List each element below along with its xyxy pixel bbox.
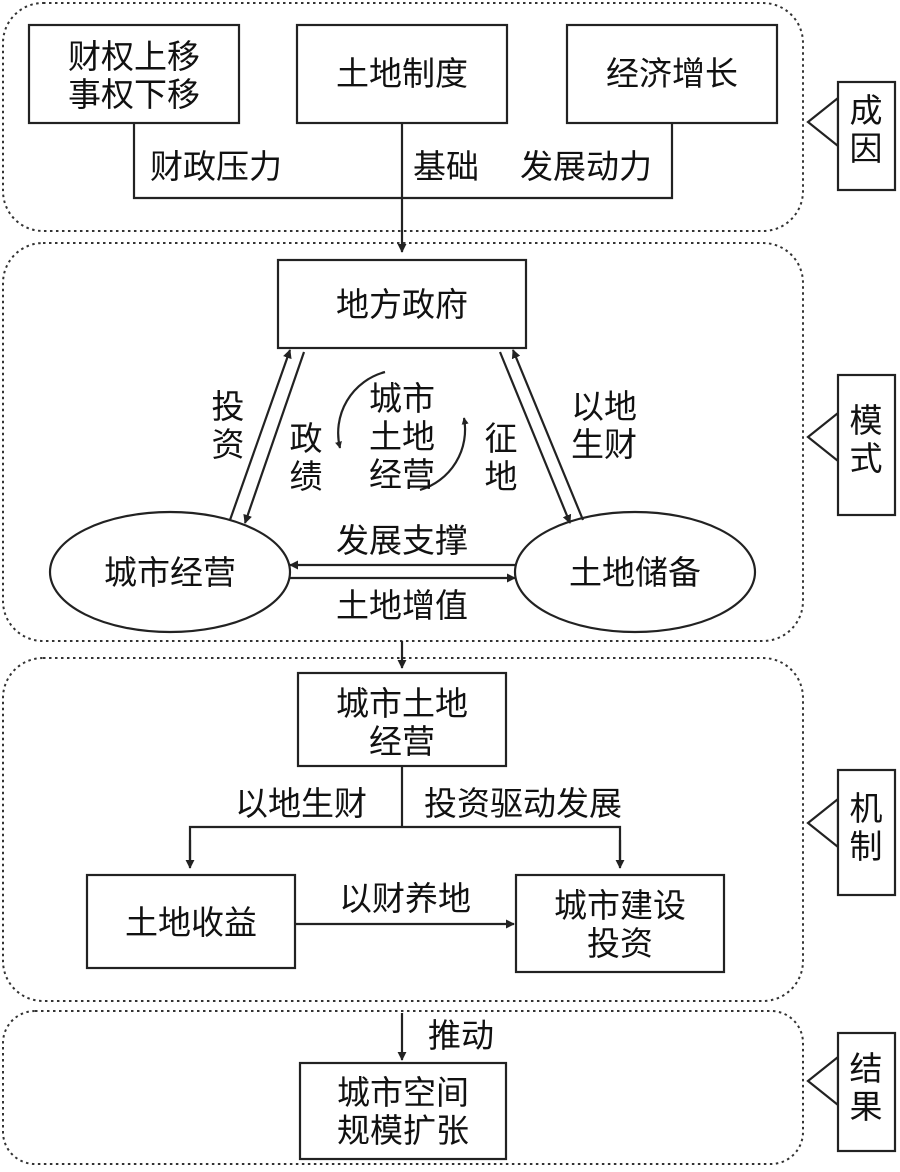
node-urban-expansion-line2: 规模扩张 [337,1111,469,1150]
section-result-frame [2,1010,804,1165]
node-land-reserve [513,510,757,634]
side-label-cause-char1: 成 [850,91,883,130]
node-fiscal-shift-line1: 财权上移 [68,37,200,76]
node-land-system-label: 土地制度 [336,54,468,93]
section-cause-frame [2,2,804,232]
side-label-mechanism-char2: 制 [850,827,883,866]
center-cycle-line1: 城市 [369,379,435,418]
node-urban-land-operation-line1: 城市土地 [336,684,468,723]
label-invest-c1: 投 [212,387,245,426]
label-development-driver: 发展动力 [520,147,652,186]
side-label-cause: 成 因 [806,80,897,192]
side-label-result-char2: 果 [850,1087,883,1126]
arrow-gov-to-city [243,351,306,524]
label-development-support: 发展支撑 [336,521,468,560]
node-fiscal-shift [27,23,241,125]
label-foundation: 基础 [413,147,479,186]
side-label-mode: 模 式 [806,373,897,517]
center-cycle: 城市 土地 经营 [335,370,469,494]
label-wealth-from-land: 以地生财 [235,784,367,823]
label-land-acquisition-c2: 地 [485,457,518,496]
node-urban-construction-line1: 城市建设 [554,886,686,925]
side-label-mechanism-char1: 机 [850,789,883,828]
node-city-operation-label: 城市经营 [104,553,236,592]
label-land-for-wealth-line1: 以地 [571,387,637,426]
node-urban-land-operation [296,671,508,768]
mechanism-split-line [188,825,622,866]
center-cycle-line2: 土地 [369,417,435,456]
center-cycle-line3: 经营 [369,455,435,494]
node-land-system [295,23,509,125]
arrow-city-to-gov [228,349,292,521]
node-land-revenue-label: 土地收益 [125,903,257,942]
label-drive: 推动 [428,1016,494,1055]
node-economic-growth-label: 经济增长 [606,54,738,93]
arrow-reserve-to-gov [511,349,585,521]
node-urban-construction-line2: 投资 [587,924,653,963]
side-label-cause-char2: 因 [850,129,883,168]
side-label-result: 结 果 [806,1031,897,1153]
arrow-gov-to-reserve [498,351,572,524]
node-local-gov [276,258,528,350]
label-fiscal-pressure: 财政压力 [150,147,282,186]
node-urban-construction [514,873,726,974]
label-invest-c2: 资 [212,425,245,464]
node-economic-growth [565,23,779,125]
node-land-revenue [85,873,297,970]
side-label-mode-char2: 式 [850,439,883,478]
side-label-result-char1: 结 [850,1049,883,1088]
label-land-acquisition-c1: 征 [485,419,518,458]
label-land-appreciation: 土地增值 [336,586,468,625]
side-label-mechanism: 机 制 [806,768,897,897]
label-investment-driven: 投资驱动发展 [424,784,622,823]
node-local-gov-label: 地方政府 [336,285,468,324]
node-land-reserve-label: 土地储备 [569,553,701,592]
label-land-for-wealth-line2: 生财 [571,425,637,464]
node-city-operation [48,510,292,634]
node-urban-land-operation-line2: 经营 [369,722,435,761]
label-performance-c1: 政 [290,419,323,458]
node-fiscal-shift-line2: 事权下移 [68,75,200,114]
cycle-arrow-left [335,370,386,449]
node-urban-expansion-line1: 城市空间 [337,1073,469,1112]
side-label-mode-char1: 模 [850,401,883,440]
node-urban-expansion [298,1061,508,1161]
cycle-arrow-right [419,417,469,492]
label-nourish-land: 以财养地 [339,879,471,918]
label-performance-c2: 绩 [290,457,323,496]
